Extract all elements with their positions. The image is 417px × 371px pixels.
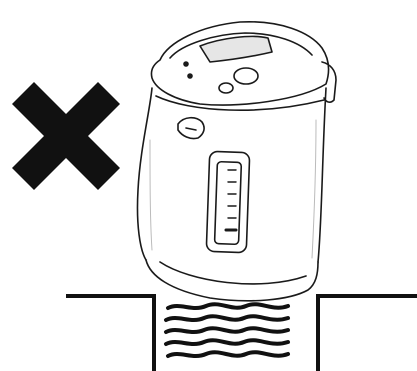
pot-lid [150, 21, 330, 106]
counter-edge-icon [66, 294, 417, 371]
cross-x-icon [12, 82, 120, 190]
unlock-button [218, 82, 234, 94]
pot-base [145, 259, 319, 302]
electric-thermo-pot-icon [136, 21, 337, 302]
pot-spout [177, 116, 205, 140]
water-level-gauge [205, 150, 251, 254]
steam-waves-icon [164, 302, 290, 358]
dispense-button [233, 67, 259, 85]
control-panel [199, 35, 273, 63]
